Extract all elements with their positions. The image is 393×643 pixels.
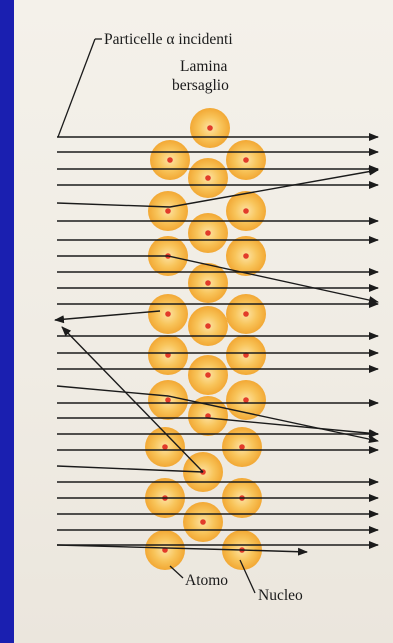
nucleus-20	[162, 444, 168, 450]
foil-label-line2: bersaglio	[172, 77, 229, 94]
nucleus-18	[243, 397, 249, 403]
incident-label-pointer	[58, 39, 95, 137]
atom-label: Atomo	[185, 572, 228, 589]
alpha-trajectory-12	[55, 311, 160, 320]
nucleus-label: Nucleo	[258, 587, 303, 604]
nucleus-21	[239, 444, 245, 450]
foil-label-line1: Lamina	[180, 58, 227, 75]
atom-label-leader	[170, 566, 183, 578]
nucleus-5	[165, 208, 171, 214]
alpha-trajectory-22	[57, 466, 203, 472]
gold-foil-atoms	[145, 108, 266, 570]
nucleus-6	[243, 208, 249, 214]
nucleus-4	[205, 175, 211, 181]
nucleus-7	[205, 230, 211, 236]
nucleus-9	[243, 253, 249, 259]
nucleus-25	[200, 519, 206, 525]
nucleus-11	[165, 311, 171, 317]
nucleus-10	[205, 280, 211, 286]
nucleus-16	[205, 372, 211, 378]
nucleus-1	[207, 125, 213, 131]
nucleus-13	[205, 323, 211, 329]
nucleus-12	[243, 311, 249, 317]
alpha-trajectories	[55, 137, 378, 552]
nucleus-2	[167, 157, 173, 163]
nucleus-3	[243, 157, 249, 163]
incident-particles-label: Particelle α incidenti	[104, 31, 233, 48]
nucleus-17	[165, 397, 171, 403]
